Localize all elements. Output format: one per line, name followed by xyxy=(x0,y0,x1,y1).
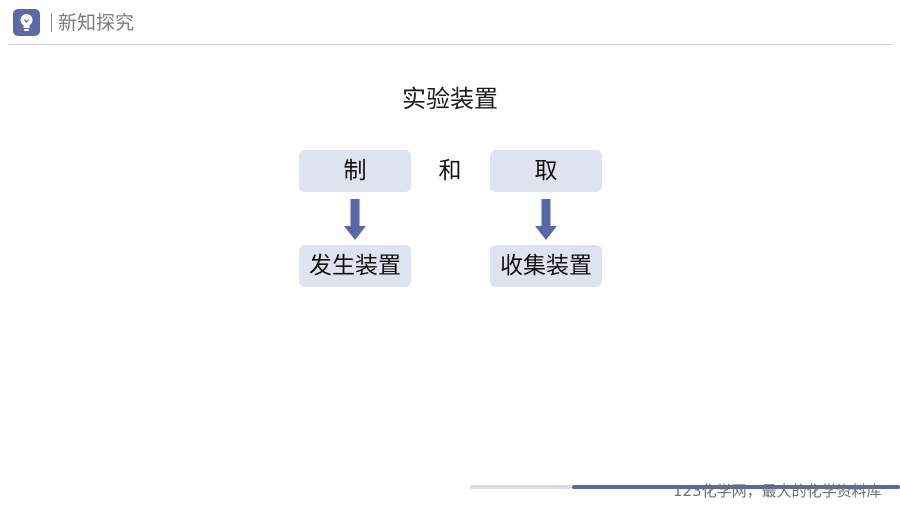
section-title: 新知探究 xyxy=(58,12,135,34)
header: 新知探究 xyxy=(0,0,900,46)
down-arrow-icon-right xyxy=(535,199,557,240)
box-qu: 取 xyxy=(490,150,602,192)
header-separator xyxy=(51,13,52,32)
box-generation-apparatus: 发生装置 xyxy=(299,245,411,287)
box-zhi: 制 xyxy=(299,150,411,192)
footer-watermark: 123化学网，最大的化学资料库 xyxy=(673,482,882,500)
lightbulb-icon xyxy=(13,9,40,36)
header-divider xyxy=(8,44,893,45)
page-title: 实验装置 xyxy=(402,85,498,113)
conjunction-he: 和 xyxy=(438,158,462,184)
box-collection-apparatus: 收集装置 xyxy=(490,245,602,287)
footer-line-gray xyxy=(470,485,572,489)
footer-line-accent xyxy=(572,485,900,489)
down-arrow-icon-left xyxy=(344,199,366,240)
